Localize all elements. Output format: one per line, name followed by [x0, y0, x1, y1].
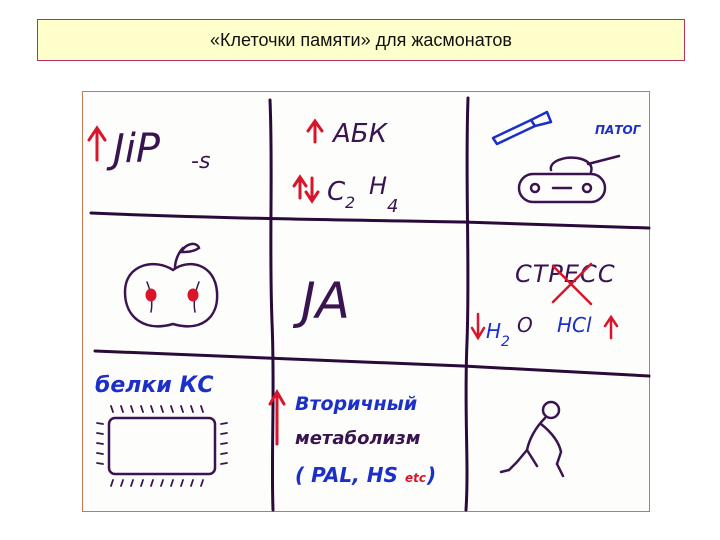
cell-pathogens: ПАТОГ	[491, 110, 642, 204]
title-box: «Клеточки памяти» для жасмонатов	[37, 19, 685, 61]
secondary-etc: etc	[405, 471, 426, 485]
jip-subscript: -s	[191, 149, 210, 174]
up-arrow-icon	[87, 125, 107, 162]
center-label: JA	[292, 272, 350, 330]
secondary-line1: Вторичный	[295, 393, 417, 415]
cell-stress: СТРЕСС H 2 O HCl	[470, 260, 619, 350]
pathogens-label: ПАТОГ	[595, 123, 642, 137]
up-down-arrows-icon	[292, 174, 320, 204]
cross-mark-icon	[551, 262, 593, 306]
apple-seed-left	[145, 288, 157, 302]
proteins-label: белки КС	[95, 373, 214, 398]
hormone-h-sub: 4	[387, 196, 398, 217]
cell-secondary: Вторичный метаболизм ( PAL, HS etc )	[268, 389, 436, 487]
cell-jip: JiP -s	[87, 125, 210, 174]
slide-title: «Клеточки памяти» для жасмонатов	[210, 29, 512, 50]
up-arrow-icon	[268, 389, 286, 446]
grid-line-h2	[93, 349, 651, 378]
secondary-line3: ( PAL, HS	[295, 463, 398, 487]
stress-h2o-h: H	[486, 319, 501, 343]
stress-h2o-sub: 2	[501, 334, 510, 350]
membrane-icon	[96, 405, 228, 487]
grid-line-h1	[89, 211, 651, 230]
apple-icon	[123, 242, 219, 328]
sketch-drawing: JiP -s АБК C 2 H 4 ПАТОГ	[87, 96, 651, 512]
hormone-c-sub: 2	[345, 193, 355, 212]
secondary-close: )	[426, 463, 436, 487]
sketch-frame: JiP -s АБК C 2 H 4 ПАТОГ	[82, 91, 651, 512]
grid-lines	[89, 96, 651, 512]
secondary-line2: метаболизм	[295, 428, 421, 449]
hormone-abk: АБК	[331, 119, 389, 149]
stress-hcl: HCl	[557, 313, 592, 337]
hormone-c: C	[327, 177, 346, 207]
down-arrow-icon	[470, 312, 486, 341]
stress-label: СТРЕСС	[515, 260, 616, 288]
person-icon	[499, 400, 565, 478]
grid-line-v2	[464, 96, 470, 512]
grid-line-v1	[268, 98, 275, 512]
cell-figure	[499, 400, 565, 478]
cell-center: JA	[292, 272, 350, 330]
hormone-h: H	[369, 172, 387, 200]
jip-label: JiP	[106, 126, 161, 172]
knife-icon	[491, 110, 553, 146]
up-arrow-icon	[603, 314, 619, 340]
cell-hormones: АБК C 2 H 4	[292, 118, 398, 217]
stress-h2o-o: O	[517, 313, 533, 337]
tank-icon	[517, 154, 621, 204]
cell-proteins: белки КС	[95, 373, 228, 487]
cell-apple	[123, 242, 219, 328]
apple-seed-right	[187, 288, 199, 302]
up-arrow-icon	[306, 118, 324, 144]
